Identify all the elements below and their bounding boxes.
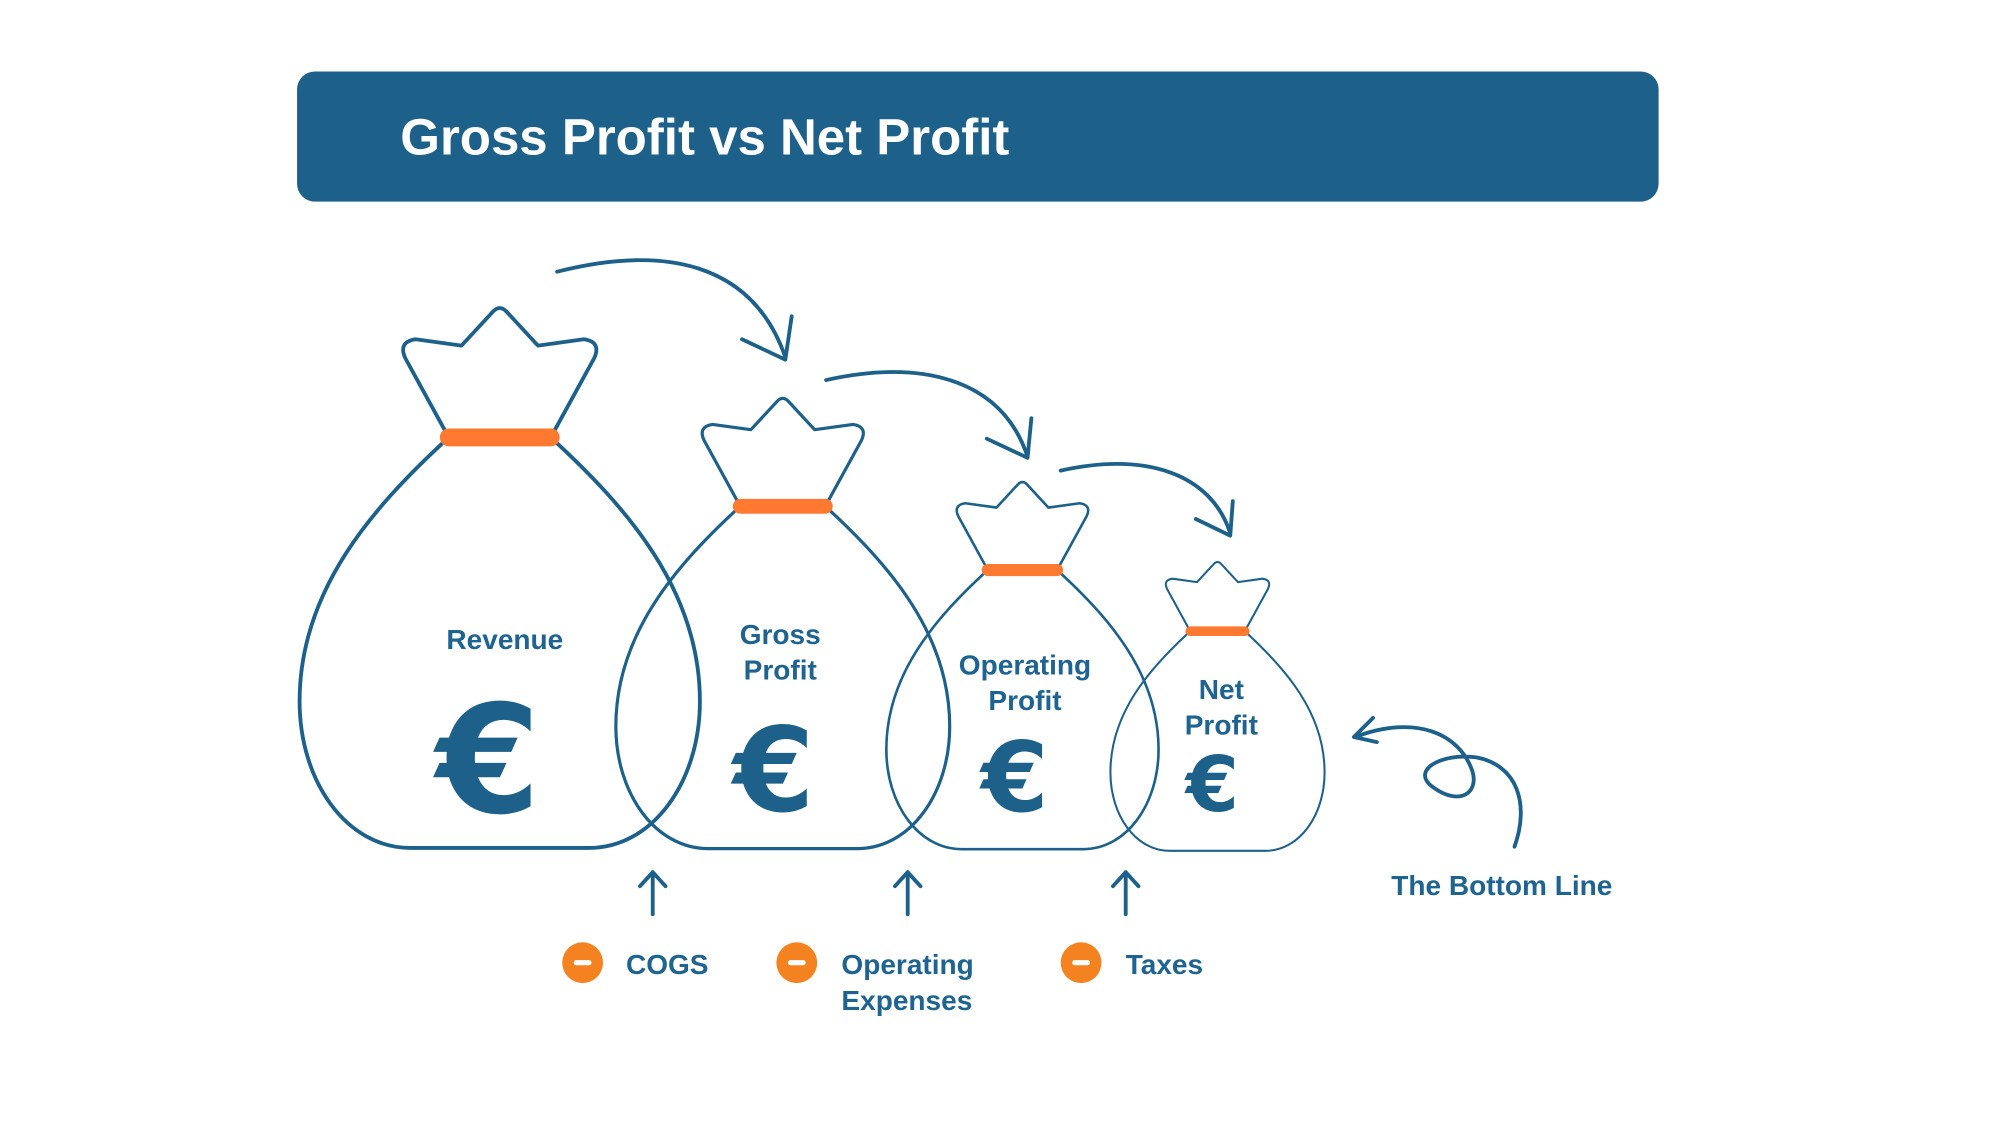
bag-label-gross-profit-2: Profit [744, 655, 817, 686]
header-banner: Gross Profit vs Net Profit [297, 71, 1659, 202]
bag-tie [1185, 626, 1250, 636]
bag-label-net-profit: Net [1199, 674, 1244, 705]
deduction-label: COGS [626, 949, 709, 980]
deduction-label-2: Expenses [841, 985, 972, 1016]
bag-operating-profit [885, 480, 1160, 851]
bag-gross-profit [614, 396, 952, 851]
bag-revenue [297, 306, 702, 850]
up-arrow-icon [893, 870, 923, 917]
deduction-operating-expenses: Operating Expenses [776, 942, 974, 1016]
euro-icon: € [730, 702, 815, 839]
bag-label-gross-profit: Gross [740, 619, 821, 650]
curved-arrow-icon [555, 258, 794, 362]
euro-icon: € [979, 721, 1048, 834]
euro-icon: € [433, 673, 541, 848]
curved-arrow-icon [824, 370, 1034, 460]
page-title: Gross Profit vs Net Profit [400, 108, 1009, 165]
bag-label-net-profit-2: Profit [1185, 709, 1258, 740]
bag-label-operating-profit: Operating [959, 650, 1091, 681]
deduction-cogs: COGS [562, 942, 709, 984]
minus-circle-icon [1060, 942, 1102, 984]
bag-label-revenue: Revenue [446, 624, 563, 655]
bag-tie [439, 428, 560, 447]
bag-tie [732, 498, 833, 514]
bag-tie [981, 563, 1064, 577]
deduction-taxes: Taxes [1060, 942, 1203, 984]
bag-net-profit [1109, 560, 1326, 852]
bottom-line-label: The Bottom Line [1391, 870, 1612, 901]
curved-arrow-icon [1058, 462, 1235, 538]
up-arrow-icon [1111, 870, 1141, 917]
deduction-label: Taxes [1126, 949, 1203, 980]
euro-icon: € [1184, 741, 1239, 830]
curly-arrow-icon [1352, 715, 1523, 849]
bag-label-operating-profit-2: Profit [988, 685, 1061, 716]
minus-circle-icon [562, 942, 604, 984]
up-arrow-icon [638, 870, 668, 917]
deduction-label: Operating [841, 949, 973, 980]
minus-circle-icon [776, 942, 818, 984]
